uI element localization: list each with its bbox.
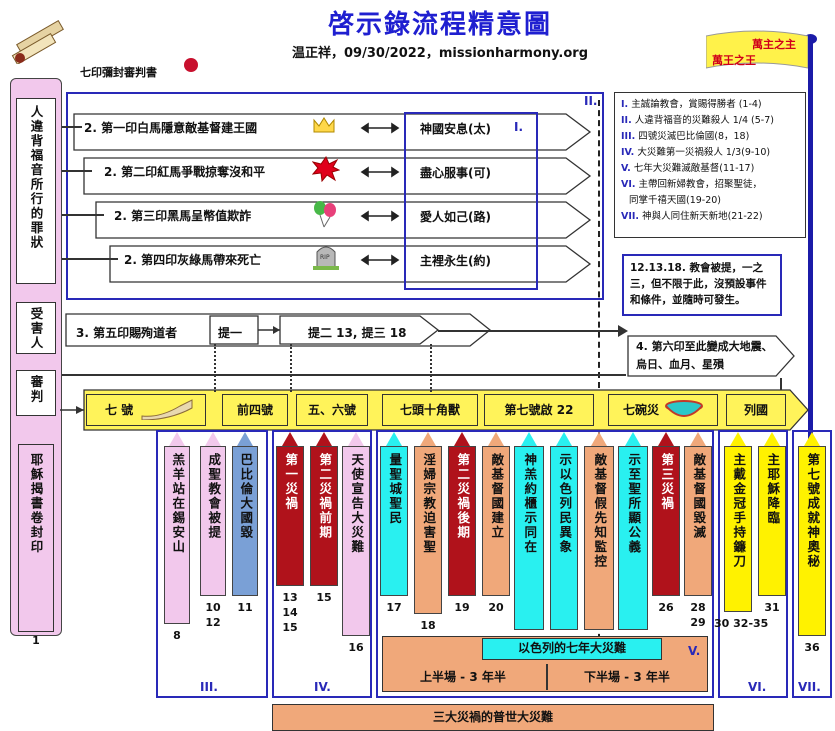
rapture-1-label: 提一 (218, 326, 243, 340)
wax-seal-icon (184, 58, 198, 72)
sixth-to-timeline-line (780, 378, 782, 390)
jesus-opens-seals-box: 耶穌揭書卷封印 (18, 444, 54, 632)
section-III-label: III. (200, 680, 218, 694)
page-title: 啓示錄流程精意圖 (327, 10, 552, 40)
dotted-connector-3 (430, 344, 432, 392)
section-I-frame (404, 112, 538, 290)
result-1: 神國安息(太) (420, 122, 491, 136)
kings-banner: 萬主之主 萬王之王 (706, 30, 808, 72)
seal-2-label: 2. 第二印紅馬爭戰掠奪沒和平 (104, 165, 266, 179)
timeline-seg-seven-bowls: 七碗災 (608, 394, 718, 426)
section-V-frame (376, 430, 714, 698)
banner-pole (808, 40, 813, 440)
banner-line2: 萬王之王 (712, 54, 756, 67)
balloons-icon (312, 200, 338, 232)
seal-3-label: 2. 第三印黑馬呈幣值欺詐 (114, 209, 252, 223)
seal2-connector (62, 170, 92, 172)
timeline-seg-seven-trumpets-label: 七 號 (105, 403, 134, 417)
section-III-frame (156, 430, 268, 698)
scroll-arrow-up-icon (24, 432, 44, 444)
legend-line-6: VI. 主帶回新婦教會，招聚聖徒， (621, 179, 763, 190)
timeline-seg-beast: 七頭十角獸 (382, 394, 478, 426)
banner-line1: 萬主之主 (752, 38, 796, 51)
tombstone-icon: RIP (312, 244, 340, 274)
sins-box: 人違背福音所行的罪狀 (16, 98, 56, 284)
victims-box: 受害人 (16, 302, 56, 354)
sixth-seal-svg-wrap (626, 334, 796, 378)
global-tribulation-box: 三大災禍的普世大災難 (272, 704, 714, 731)
judgment-text: 審判 (28, 375, 44, 404)
svg-text:RIP: RIP (320, 254, 330, 261)
crown-icon (312, 116, 336, 138)
seal-1-label: 2. 第一印白馬隱意敵基督建王國 (84, 121, 258, 135)
fifth-seal-label: 3. 第五印賜殉道者 (76, 326, 178, 340)
dotted-connector-1 (214, 344, 216, 392)
victims-text: 受害人 (28, 307, 44, 351)
result-4: 主裡永生(約) (420, 254, 491, 268)
result-3: 愛人如己(路) (420, 210, 491, 224)
bowl-icon (664, 400, 704, 424)
section-VII-label: VII. (798, 680, 821, 694)
legend-line-5: V. 七年大災難滅敵基督(11-17) (621, 163, 755, 174)
tribulation-divider (546, 664, 548, 690)
timeline-seg-nations: 列國 (726, 394, 786, 426)
judgment-line (62, 374, 626, 376)
legend-line-3: III. 四號災滅巴比倫國(8，18) (621, 131, 750, 142)
section-VI-frame (718, 430, 788, 698)
rapture-2-label: 提二 13, 提三 18 (308, 326, 407, 340)
seal1-connector (62, 126, 82, 128)
tribulation-title: 以色列的七年大災難 (482, 638, 662, 660)
judgment-box: 審判 (16, 370, 56, 416)
page-subtitle: 温正祥，09/30/2022，missionharmony.org (291, 46, 589, 61)
legend-line-8: VII. 神與人同住新天新地(21-22) (621, 211, 763, 222)
second-half-label: 下半場 - 3 年半 (584, 670, 670, 684)
result-2: 盡心服事(可) (420, 166, 491, 180)
first-half-label: 上半場 - 3 年半 (420, 670, 506, 684)
section-II-label: II. (584, 94, 598, 108)
pole-top-icon (804, 34, 817, 44)
timeline-seg-seventh-trumpet: 第七號啟 22 (484, 394, 594, 426)
section-I-label: I. (514, 120, 524, 134)
shofar-horn-icon (140, 398, 194, 424)
sins-text: 人違背福音所行的罪狀 (28, 105, 44, 250)
seal3-connector (62, 214, 104, 216)
seven-seals-label: 七印彌封審判書 (80, 66, 157, 79)
seal4-connector (62, 258, 118, 260)
timeline-seg-five-six: 五、六號 (296, 394, 368, 426)
sixth-seal-label: 4. 第六印至此變成大地震、烏日、血月、星殞 (636, 340, 773, 371)
dotted-connector-2 (290, 344, 292, 392)
timeline-seg-first-four: 前四號 (222, 394, 288, 426)
scroll-logo-icon (6, 14, 68, 66)
section-VII-frame (792, 430, 832, 698)
fifth-seal-line (438, 330, 624, 332)
double-arrow-icon (360, 118, 400, 302)
dashed-divider (598, 100, 600, 660)
rapture-note-box: 12.13.18. 教會被提，一之三，但不限于此，沒預設事件和條件，並隨時可發生… (622, 254, 782, 316)
fifth-seal-arrowhead-icon (618, 325, 628, 337)
legend-line-7: 同掌千禧天國(19-20) (629, 195, 722, 206)
jesus-opens-seals-text: 耶穌揭書卷封印 (28, 453, 44, 555)
section-VI-label: VI. (748, 680, 767, 694)
scroll-number: 1 (32, 634, 40, 647)
legend-line-2: II. 人違背福音的災難殺人 1/4 (5-7) (621, 115, 774, 126)
legend-line-4: IV. 大災難第一災禍殺人 1/3(9-10) (621, 147, 771, 158)
section-IV-label: IV. (314, 680, 331, 694)
section-V-label: V. (688, 644, 701, 658)
section-II-frame (66, 92, 604, 300)
legend-line-1: I. 主誠論教會，賞賜得勝者 (1-4) (621, 99, 762, 110)
explosion-icon (311, 155, 341, 186)
seal-4-label: 2. 第四印灰綠馬帶來死亡 (124, 253, 262, 267)
seals-svg-wrap (66, 110, 606, 296)
timeline-seg-seven-bowls-label: 七碗災 (623, 403, 660, 417)
legend-box: I. 主誠論教會，賞賜得勝者 (1-4) II. 人違背福音的災難殺人 1/4 … (614, 92, 806, 238)
fifth-seal-svg-wrap (60, 310, 580, 350)
section-IV-frame (272, 430, 372, 698)
